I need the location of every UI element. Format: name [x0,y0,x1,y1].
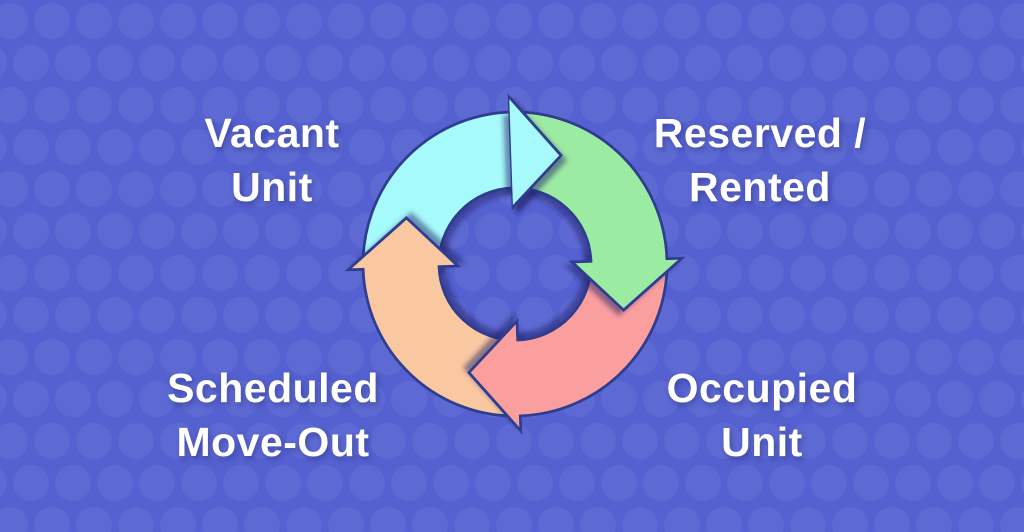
label-occupied-unit: Occupied Unit [562,361,962,469]
arrow-vacant-unit-head-fill [509,97,562,207]
arrow-vacant-unit-head [508,96,563,208]
label-scheduled-move-out: Scheduled Move-Out [73,361,473,469]
label-reserved-rented: Reserved / Rented [560,106,960,214]
label-vacant-unit: Vacant Unit [72,106,472,214]
label-occupied-unit-line2: Unit [721,419,803,465]
label-reserved-rented-line2: Rented [689,164,831,210]
label-reserved-rented-line1: Reserved / [653,110,867,156]
label-vacant-unit-line2: Unit [231,164,313,210]
label-occupied-unit-line1: Occupied [666,365,858,411]
label-vacant-unit-line1: Vacant [204,110,340,156]
label-scheduled-move-out-line1: Scheduled [167,365,379,411]
label-scheduled-move-out-line2: Move-Out [176,419,370,465]
arrow-vacant-unit-head-edge [508,96,563,208]
